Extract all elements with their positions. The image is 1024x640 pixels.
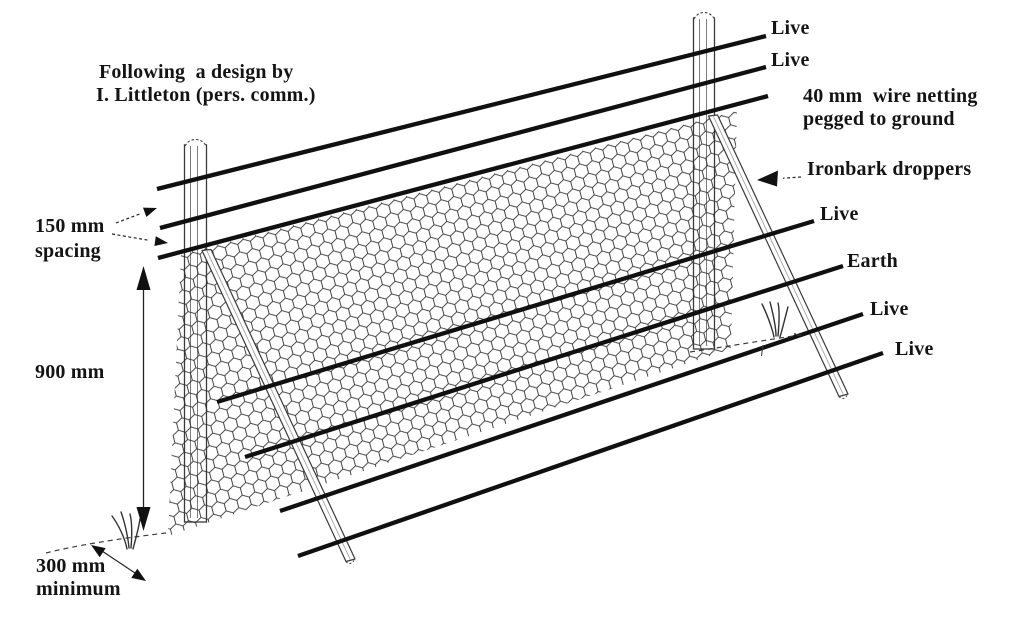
grass-tuft-left: [111, 511, 141, 550]
wire-netting-mesh: [168, 111, 737, 536]
label-spacing-line2: spacing: [35, 240, 101, 262]
label-netting-note-line1: 40 mm wire netting: [803, 85, 978, 107]
right-dropper-strut: [707, 114, 849, 399]
wire-live-low: [279, 311, 864, 514]
label-wire-live-top-2: Live: [771, 49, 810, 71]
wire-live-bottom: [297, 350, 884, 559]
credit-note-line1: Following a design by: [99, 61, 294, 83]
label-minimum-line1: 300 mm: [36, 555, 106, 577]
ground-peg-tick: [761, 344, 764, 357]
label-ironbark-droppers: Ironbark droppers: [807, 158, 972, 180]
left-dropper-strut: [201, 248, 356, 564]
netting-top-wire: [157, 93, 769, 261]
droppers-arrow: [757, 170, 802, 187]
wire-live-top-1: [156, 33, 767, 192]
wire-earth: [244, 263, 844, 460]
credit-note-line2: I. Littleton (pers. comm.): [96, 84, 316, 106]
wire-live-top-2: [159, 64, 767, 231]
spacing-arrow-upper: [115, 207, 157, 224]
label-wire-live-top-1: Live: [771, 17, 810, 39]
label-wire-earth: Earth: [847, 250, 898, 272]
label-height-900mm: 900 mm: [35, 361, 105, 383]
label-spacing-line1: 150 mm: [35, 215, 105, 237]
spacing-arrow-lower: [111, 233, 168, 246]
height-arrow-900mm: [136, 266, 151, 531]
label-wire-live-mid: Live: [820, 203, 859, 225]
label-wire-live-low: Live: [870, 298, 909, 320]
label-netting-note-line2: pegged to ground: [803, 108, 955, 130]
wire-live-mid: [216, 218, 815, 405]
ground-arrow-300mm: [91, 545, 146, 581]
label-minimum-line2: minimum: [36, 578, 121, 600]
grass-tuft-right: [761, 301, 796, 338]
label-wire-live-bottom: Live: [895, 338, 934, 360]
ground-dash-left: [45, 532, 167, 554]
ground-dash-right: [689, 333, 807, 353]
